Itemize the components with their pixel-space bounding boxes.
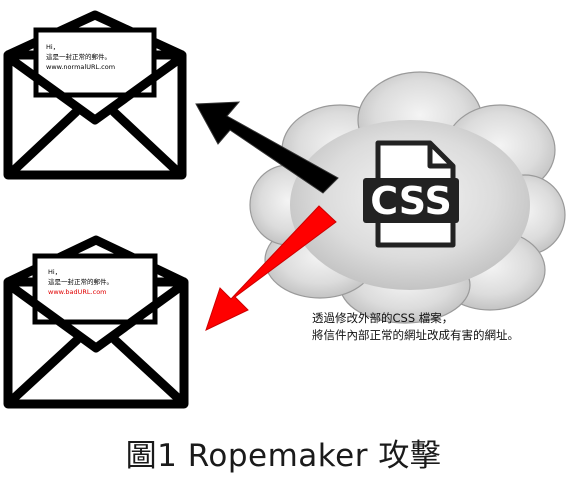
description-line-2: 將信件內部正常的網址改成有害的網址。: [312, 328, 519, 342]
css-file-label: CSS: [370, 179, 452, 223]
letter-bad-body: 這是一封正常的郵件。: [48, 278, 113, 286]
css-file-icon: CSS: [363, 140, 459, 248]
letter-normal-body: 這是一封正常的郵件。: [46, 53, 111, 61]
black-arrow: [195, 101, 339, 194]
description-line-1: 透過修改外部的CSS 檔案，: [312, 311, 454, 325]
letter-bad: Hi， 這是一封正常的郵件。 www.badURL.com: [48, 267, 113, 297]
red-arrow: [205, 205, 337, 331]
figure-caption: 圖1 Ropemaker 攻擊: [125, 438, 442, 474]
envelope-normal: [3, 10, 187, 180]
letter-normal: Hi， 這是一封正常的郵件。 www.normalURL.com: [46, 42, 115, 72]
letter-bad-url: www.badURL.com: [48, 288, 107, 296]
envelope-bad: [3, 235, 189, 409]
letter-normal-greeting: Hi，: [46, 43, 60, 51]
letter-bad-greeting: Hi，: [48, 268, 62, 276]
letter-normal-url: www.normalURL.com: [46, 63, 116, 71]
description-text: 透過修改外部的CSS 檔案， 將信件內部正常的網址改成有害的網址。: [312, 310, 519, 344]
